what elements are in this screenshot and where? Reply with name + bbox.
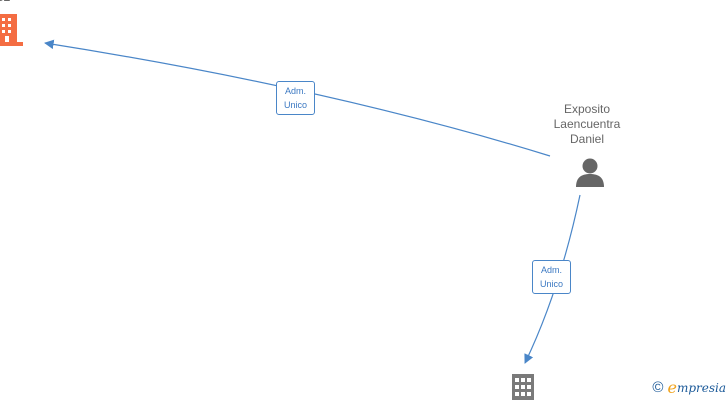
empresia-logo: © e mpresia bbox=[652, 378, 726, 397]
person-name[interactable]: Exposito Laencuentra Daniel bbox=[553, 102, 621, 146]
edge-label-bottom: Adm. Unico bbox=[532, 260, 572, 294]
person-icon[interactable] bbox=[574, 157, 606, 192]
building-icon[interactable] bbox=[510, 372, 536, 400]
brand-rest: mpresia bbox=[676, 380, 726, 395]
edge-label-top: Adm. Unico bbox=[276, 81, 316, 115]
brand-e-letter: e bbox=[667, 378, 677, 397]
copyright-symbol: © bbox=[652, 379, 664, 396]
building-icon[interactable] bbox=[0, 12, 23, 53]
company-top-name[interactable]: SL bbox=[0, 0, 10, 4]
